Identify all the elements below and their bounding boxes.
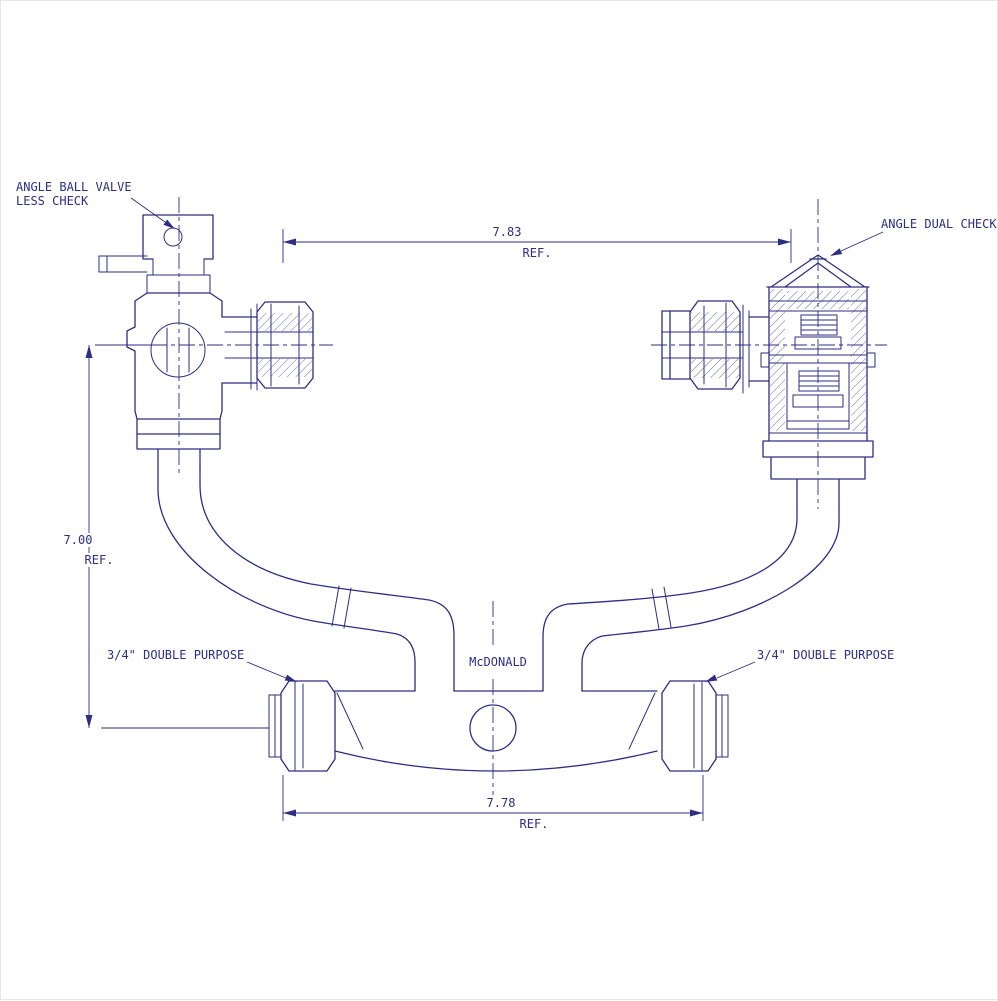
seat-lines — [768, 300, 868, 434]
lower-spring — [798, 370, 840, 392]
meter-nut-outline — [256, 301, 314, 389]
bar-transition-lines — [336, 692, 656, 750]
side-port-stub — [98, 255, 148, 273]
nut-hatch-bottom — [258, 359, 312, 377]
body-side-notches — [760, 352, 876, 368]
right-yoke-nut — [661, 680, 729, 772]
meter-spud — [661, 310, 691, 380]
nut-lip — [268, 694, 282, 758]
left-yoke-nut — [268, 680, 336, 772]
arrowhead-bottom — [85, 715, 93, 728]
dim-ref-text: REF. — [85, 553, 114, 567]
callout-text: 3/4" DOUBLE PURPOSE — [757, 648, 894, 662]
center-port-circle — [469, 704, 517, 752]
callout-double-purpose-right: 3/4" DOUBLE PURPOSE — [705, 648, 894, 682]
bottom-flange — [762, 440, 874, 480]
body-hatch-left — [770, 289, 785, 431]
leader-arrowhead — [284, 674, 297, 682]
nut-hatch-top — [258, 313, 312, 331]
bore-lines — [224, 331, 314, 359]
tailpiece-edges — [221, 316, 258, 384]
bottom-flange — [136, 418, 221, 450]
nut-thread-lines — [294, 681, 304, 771]
meter-nut-detail — [703, 302, 727, 388]
tailpiece-edges — [748, 316, 770, 382]
dimension-height: 7.00 REF. — [59, 344, 269, 729]
riser-stub — [796, 478, 840, 507]
bonnet-cap — [766, 254, 870, 288]
pipe-outer-edge — [157, 470, 416, 692]
leader-line — [130, 197, 166, 223]
dimension-meter-span: 7.83 REF. — [282, 225, 792, 263]
dimension-lines — [282, 229, 792, 263]
dim-value-text: 7.78 — [487, 796, 516, 810]
dimension-overall-width: 7.78 REF. — [282, 775, 704, 831]
meter-nut-outline — [689, 300, 741, 390]
callout-text-line2: LESS CHECK — [16, 194, 89, 208]
callout-double-purpose-left: 3/4" DOUBLE PURPOSE — [107, 648, 297, 682]
pipe-inner-edge — [542, 505, 798, 692]
callout-text-line1: ANGLE BALL VALVE — [16, 180, 132, 194]
nut-lip — [715, 694, 729, 758]
left-meter-coupling — [221, 301, 314, 391]
nut-thread-lines — [693, 681, 703, 771]
pipe-inner-edge — [199, 470, 455, 692]
solder-joint-marks — [331, 585, 352, 629]
right-meter-coupling — [661, 300, 770, 394]
brand-text: McDONALD — [469, 655, 527, 669]
nut-outline — [661, 680, 717, 772]
dim-ref-text: REF. — [523, 246, 552, 260]
callout-angle-ball-valve: ANGLE BALL VALVE LESS CHECK — [16, 180, 175, 229]
text-mask — [79, 553, 119, 567]
callout-angle-dual-check: ANGLE DUAL CHECK — [830, 217, 997, 256]
leader-line — [840, 231, 884, 252]
right-riser-pipe — [542, 505, 840, 692]
arrowhead-right — [778, 238, 791, 246]
brand-label: McDONALD — [469, 655, 527, 669]
left-angle-ball-valve — [98, 214, 223, 472]
dim-value-text: 7.83 — [493, 225, 522, 239]
leader-line — [246, 661, 287, 679]
bore-lines — [661, 331, 744, 359]
arrowhead-left — [283, 809, 296, 817]
valve-body-outline — [126, 292, 223, 420]
dimension-lines — [282, 775, 704, 821]
arrowhead-right — [690, 809, 703, 817]
ball-element — [150, 322, 206, 378]
lower-cartridge — [786, 362, 850, 430]
callout-text: 3/4" DOUBLE PURPOSE — [107, 648, 244, 662]
dim-value-text: 7.00 — [64, 533, 93, 547]
right-angle-dual-check — [760, 254, 876, 507]
meter-nut-detail — [270, 303, 300, 387]
leader-arrowhead — [830, 248, 843, 256]
upper-poppet — [794, 336, 842, 350]
mounting-bracket-outline — [142, 214, 214, 260]
text-mask — [59, 533, 97, 547]
arrowhead-top — [85, 345, 93, 358]
leader-arrowhead — [163, 219, 175, 229]
leader-line — [716, 661, 756, 679]
body-hatch-right — [851, 289, 866, 431]
callout-text: ANGLE DUAL CHECK — [881, 217, 997, 231]
tailpiece-joints — [742, 304, 750, 394]
nut-hatch-bottom — [691, 359, 740, 378]
solder-joint-marks — [651, 586, 672, 630]
nut-hatch-top — [691, 312, 740, 331]
packing-gland — [146, 258, 211, 294]
valve-body-outline — [768, 286, 868, 442]
lower-poppet — [792, 394, 844, 408]
yoke-bar — [334, 690, 658, 772]
upper-spring — [800, 314, 838, 336]
body-hatch-top — [787, 291, 849, 309]
bar-bottom-edge — [334, 750, 658, 772]
left-riser-pipe — [157, 470, 455, 692]
dim-ref-text: REF. — [520, 817, 549, 831]
leader-arrowhead — [705, 674, 718, 682]
riser-stub — [157, 448, 201, 472]
nut-outline — [280, 680, 336, 772]
pipe-outer-edge — [581, 505, 840, 692]
arrowhead-left — [283, 238, 296, 246]
ball-port-lines — [166, 327, 190, 373]
